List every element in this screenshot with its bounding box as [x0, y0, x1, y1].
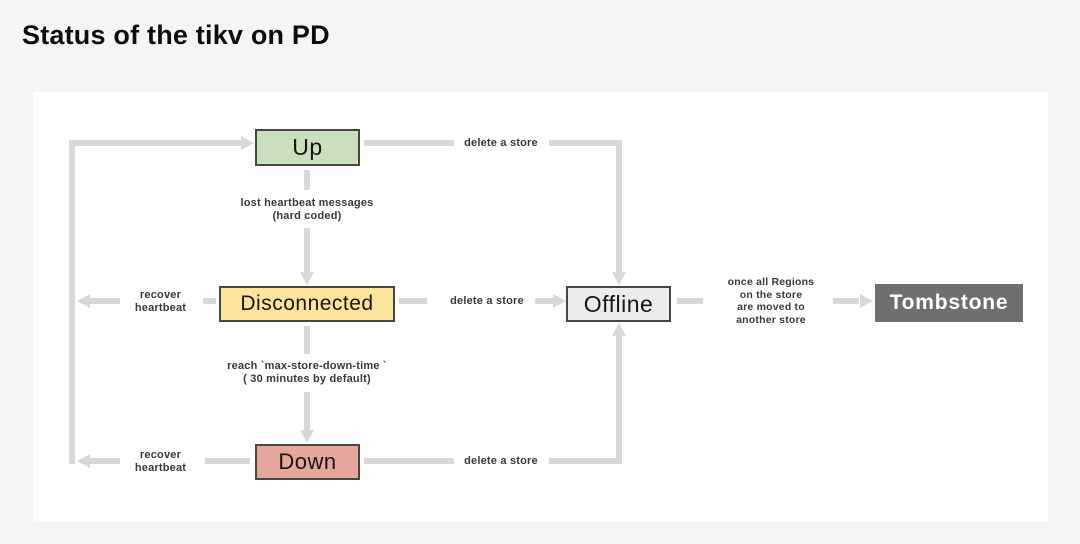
up-delete-line-right	[549, 140, 622, 146]
edge-label-max-store-down-time: reach `max-store-down-time ` ( 30 minute…	[227, 360, 387, 385]
up-to-disconnected-line-top	[304, 170, 310, 190]
arrowhead-into-up	[241, 136, 254, 150]
state-label-up: Up	[292, 134, 323, 160]
state-node-disconnected: Disconnected	[219, 286, 395, 322]
edge-label-delete-store-down: delete a store	[464, 455, 538, 467]
edge-label-lost-heartbeat: lost heartbeat messages (hard coded)	[240, 197, 374, 222]
arrowhead-into-disconnected	[300, 272, 314, 285]
disconnected-recover-line	[90, 298, 120, 304]
offline-tombstone-line	[833, 298, 859, 304]
arrowhead-into-offline-top	[612, 272, 626, 285]
state-label-tombstone: Tombstone	[889, 291, 1009, 314]
state-node-offline: Offline	[566, 286, 671, 322]
disconnected-delete-stub	[399, 298, 427, 304]
state-label-offline: Offline	[583, 290, 654, 317]
arrowhead-into-offline-bottom	[612, 323, 626, 336]
disconnected-to-down-line-top	[304, 326, 310, 354]
state-node-down: Down	[255, 444, 360, 480]
recover-loop-vertical-line	[69, 140, 75, 464]
disconnected-recover-stub	[203, 298, 216, 304]
state-label-down: Down	[278, 449, 337, 474]
state-label-disconnected: Disconnected	[240, 292, 374, 315]
disconnected-to-down-line-bottom	[304, 392, 310, 430]
offline-tombstone-stub	[677, 298, 703, 304]
edge-label-recover-heartbeat-disconnected: recover heartbeat	[134, 289, 187, 314]
arrowhead-down-recover	[77, 454, 90, 468]
up-delete-line-down	[616, 140, 622, 272]
edge-label-delete-store-disconnected: delete a store	[450, 295, 524, 307]
recover-loop-to-up-line	[69, 140, 241, 146]
up-delete-line-left	[364, 140, 454, 146]
arrowhead-into-offline-left	[553, 294, 566, 308]
down-recover-line	[90, 458, 120, 464]
arrowhead-into-tombstone	[860, 294, 873, 308]
down-recover-stub	[205, 458, 250, 464]
down-delete-line-left	[364, 458, 454, 464]
down-delete-line-right	[549, 458, 622, 464]
arrowhead-disconnected-recover	[77, 294, 90, 308]
up-to-disconnected-line-bottom	[304, 228, 310, 272]
arrowhead-into-down	[300, 430, 314, 443]
edge-label-delete-store-up: delete a store	[464, 137, 538, 149]
disconnected-delete-line	[535, 298, 554, 304]
state-node-up: Up	[255, 129, 360, 166]
edge-label-regions-moved: once all Regions on the store are moved …	[727, 276, 815, 326]
diagram-canvas: recover heartbeat recover heartbeat lost…	[33, 92, 1048, 522]
state-node-tombstone: Tombstone	[875, 284, 1023, 322]
page-title: Status of the tikv on PD	[22, 20, 330, 50]
edge-label-recover-heartbeat-down: recover heartbeat	[134, 449, 187, 474]
down-delete-line-up	[616, 336, 622, 464]
